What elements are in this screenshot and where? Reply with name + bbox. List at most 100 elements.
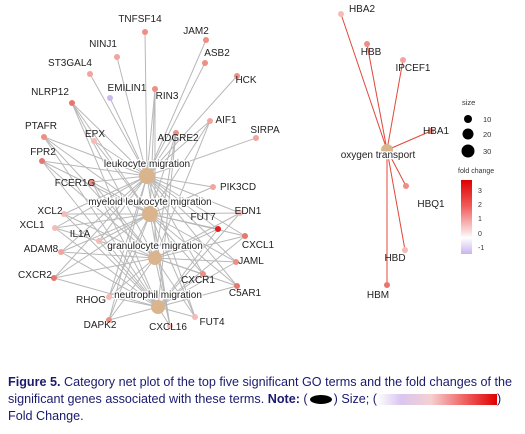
gene-label-fpr2: FPR2 [30,147,56,158]
gene-label-xcl2: XCL2 [37,206,62,217]
gene-node-cxcr1 [200,271,206,277]
gene-node-epx [91,138,97,144]
gene-node-hba2 [338,11,344,17]
edge-fut4-myel [149,213,196,318]
category-node-gran [148,251,162,265]
size-legend: size 10 20 30 [461,98,491,158]
edge-xcl2-leuk [63,175,148,215]
caption-note-label: Note: [267,392,300,406]
edge-ptafr-neut [43,136,159,308]
edge-adgre2-leuk [146,132,177,177]
gene-label-cxcr2: CXCR2 [18,270,52,281]
category-node-leuk [139,168,155,184]
edge-cxcl16-myel [149,213,171,327]
edge-rhog-leuk [108,175,148,298]
gene-node-hba1 [428,128,434,134]
edge-il1a-leuk [98,175,148,242]
edge-jam2-leuk [146,39,207,177]
edge-emilin1-leuk [109,97,148,177]
gene-node-xcl1 [52,225,58,231]
edge-adgre2-gran [154,132,177,259]
gene-label-adgre2: ADGRE2 [157,133,199,144]
edge-hba2-oxy [340,13,388,151]
gene-node-emilin1 [107,95,113,101]
gene-node-cxcl1 [242,233,248,239]
size-legend-circle-20 [462,128,474,140]
caption-fold-change-gradient [377,394,498,406]
category-node-myel [142,206,158,222]
fold-change-tick-2: 2 [478,202,482,209]
caption-figure-label: Figure 5. [8,375,61,389]
edge-hba1-oxy [386,130,432,151]
edge-fut4-gran [154,257,196,318]
gene-node-c5ar1 [234,283,240,289]
gene-label-sirpa: SIRPA [250,125,280,136]
gene-node-hbd [402,247,408,253]
edge-adam8-neut [60,251,159,308]
gene-node-pik3cd [210,184,216,190]
size-legend-label-30: 30 [483,147,491,156]
gene-label-nlrp12: NLRP12 [31,87,69,98]
category-label-neut: neutrophil migration [114,290,202,301]
edge-fpr2-neut [41,160,159,308]
gene-node-edn1 [237,210,243,216]
gene-node-jam2 [203,37,209,43]
edge-rhog-myel [108,213,151,298]
gene-node-st3gal4 [87,71,93,77]
edge-aif1-leuk [146,120,211,177]
gene-label-ipcef1: IPCEF1 [395,63,430,74]
edge-il1a-myel [98,213,151,242]
edge-ninj1-leuk [116,56,148,177]
gene-node-adam8 [58,249,64,255]
edge-sirpa-leuk [146,137,257,177]
edge-il1a-gran [98,240,156,259]
gene-label-aif1: AIF1 [215,115,237,126]
gene-label-jam2: JAM2 [183,26,209,37]
gene-label-cxcl16: CXCL16 [149,322,187,333]
caption-size-label: Size; ( [341,392,378,406]
edge-dapk2-gran [108,257,156,321]
fold-change-tick-0: 0 [478,231,482,238]
gene-label-hbb: HBB [361,47,382,58]
gene-node-ipcef1 [400,57,406,63]
gene-node-ptafr [41,134,47,140]
edge-fut7-neut [157,228,219,308]
gene-label-hbm: HBM [367,290,389,301]
edge-il1a-neut [98,240,159,308]
fold-change-tick-3: 3 [478,188,482,195]
gene-label-fut4: FUT4 [200,317,225,328]
fold-change-legend-title: fold change [458,168,494,175]
edge-hbq1-oxy [386,149,407,187]
gene-label-edn1: EDN1 [235,206,262,217]
gene-node-rin3 [152,86,158,92]
edge-st3gal4-leuk [89,73,148,177]
gene-node-adgre2 [173,130,179,136]
category-label-leuk: leukocyte migration [104,159,190,170]
edge-ptafr-leuk [43,136,148,177]
edge-cxcl16-gran [154,257,171,327]
gene-node-rhog [106,294,112,300]
edge-hbb-oxy [366,43,388,151]
gene-node-fpr2 [39,158,45,164]
edge-xcl1-leuk [54,175,148,229]
edge-cxcr1-myel [149,213,204,275]
caption-size-oval-icon [309,395,332,405]
edge-cxcr2-neut [53,277,159,308]
gene-node-cxcr2 [51,275,57,281]
edge-ptafr-myel [43,136,151,215]
edge-cxcr2-gran [53,257,156,279]
edge-fut7-leuk [146,175,219,230]
edge-adgre2-myel [149,132,177,215]
gene-node-il1a [96,238,102,244]
edge-pik3cd-myel [149,186,214,215]
edge-c5ar1-neut [157,285,238,308]
gene-node-asb2 [202,60,208,66]
caption-fold-change-label: ) Fold Change. [8,392,502,423]
gene-label-c5ar1: C5AR1 [229,288,262,299]
gene-node-fut4 [192,314,198,320]
edge-cxcl1-gran [154,235,246,259]
gene-nodes [39,11,434,329]
edge-adam8-leuk [60,175,148,253]
